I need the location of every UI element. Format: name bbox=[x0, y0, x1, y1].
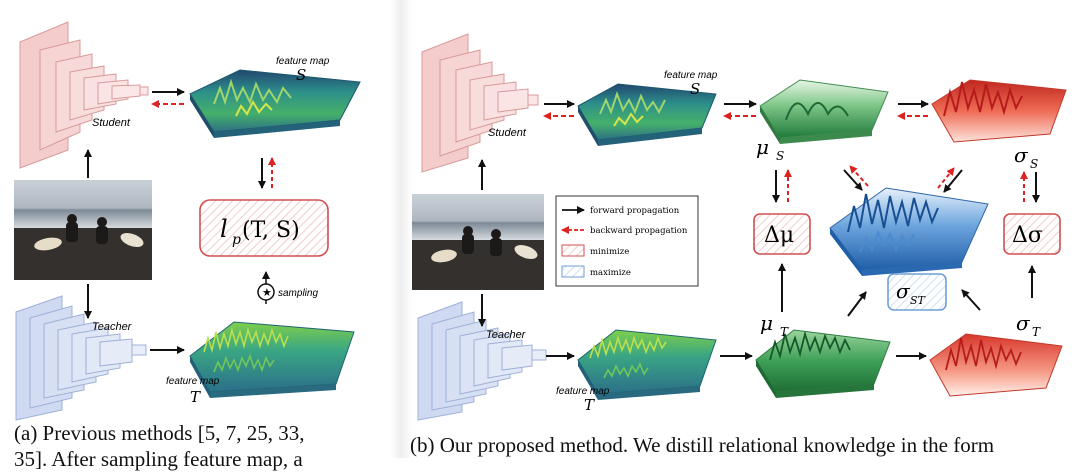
arrow-mu-s-to-sigma-st bbox=[843, 169, 863, 191]
student-network-b bbox=[421, 33, 539, 173]
panel-divider bbox=[390, 0, 412, 458]
teacher-label-b: Teacher bbox=[486, 329, 527, 341]
caption-b: (b) Our proposed method. We distill rela… bbox=[410, 433, 995, 457]
mu-t-symbol: μ bbox=[760, 311, 773, 335]
input-image-a bbox=[14, 180, 152, 280]
feature-map-t-b bbox=[577, 329, 717, 400]
caption-a-line2: 35]. After sampling feature map, a bbox=[14, 447, 303, 471]
input-image-b bbox=[412, 194, 544, 290]
loss-subscript: p bbox=[232, 232, 241, 248]
delta-mu-box: Δμ bbox=[753, 213, 811, 255]
legend-minimize-swatch bbox=[561, 244, 585, 257]
mean-map-s bbox=[759, 79, 889, 144]
teacher-network-a bbox=[15, 295, 147, 421]
sigma-t-subscript: T bbox=[1032, 325, 1041, 339]
teacher-label-a: Teacher bbox=[92, 321, 133, 333]
mu-s-symbol: μ bbox=[756, 135, 769, 159]
arrow-mu-t-to-sigma-st bbox=[847, 291, 867, 317]
feature-map-s-b bbox=[577, 83, 717, 146]
sigma-t-symbol: σ bbox=[1016, 311, 1031, 335]
arrow-sigma-st-to-sigma-s bbox=[937, 167, 955, 189]
sigma-st-subscript: ST bbox=[910, 294, 927, 307]
loss-box: l p (T, S) bbox=[199, 199, 329, 257]
feature-map-symbol-b-t: T bbox=[584, 396, 595, 414]
legend: forward propagation backward propagation… bbox=[555, 195, 699, 287]
caption-a: (a) Previous methods [5, 7, 25, 33, 35].… bbox=[14, 420, 394, 471]
feature-map-t-a bbox=[189, 321, 355, 398]
delta-sigma-symbol: Δσ bbox=[1012, 223, 1043, 248]
loss-symbol: l bbox=[220, 215, 228, 243]
mu-t-subscript: T bbox=[780, 325, 789, 339]
sampling-icon: ★ bbox=[257, 271, 275, 304]
legend-forward-label: forward propagation bbox=[590, 206, 680, 216]
mean-map-t bbox=[755, 329, 891, 398]
sigma-st-box: σ ST bbox=[887, 273, 947, 311]
sigma-st-symbol: σ bbox=[896, 279, 911, 303]
legend-maximize-label: maximize bbox=[590, 268, 631, 278]
feature-map-label-a-t: feature map bbox=[166, 376, 220, 387]
feature-map-label-a-s: feature map bbox=[276, 56, 330, 67]
student-label-a: Student bbox=[92, 117, 131, 129]
feature-map-label-b-t: feature map bbox=[556, 386, 610, 397]
std-map-t bbox=[929, 333, 1063, 397]
teacher-network-b bbox=[417, 301, 547, 421]
arrow-sigma-st-to-mu-s bbox=[849, 165, 869, 187]
sampling-label: sampling bbox=[278, 288, 318, 299]
arrow-sigma-t-to-sigma-st bbox=[961, 289, 981, 311]
sigma-s-symbol: σ bbox=[1014, 143, 1029, 167]
delta-mu-symbol: Δμ bbox=[764, 223, 794, 248]
caption-a-line1: (a) Previous methods [5, 7, 25, 33, bbox=[14, 421, 305, 445]
cross-std-map bbox=[829, 187, 989, 276]
feature-map-symbol-b-s: S bbox=[690, 80, 700, 98]
delta-sigma-box: Δσ bbox=[1003, 213, 1061, 255]
student-label-b: Student bbox=[488, 127, 527, 139]
svg-text:★: ★ bbox=[262, 286, 272, 299]
legend-backward-label: backward propagation bbox=[590, 226, 688, 236]
feature-map-label-b-s: feature map bbox=[664, 70, 718, 81]
feature-map-s-a bbox=[189, 69, 361, 138]
arrow-sigma-s-to-sigma-st bbox=[943, 169, 963, 193]
legend-minimize-label: minimize bbox=[590, 247, 629, 257]
student-network-a bbox=[19, 21, 149, 169]
std-map-s bbox=[931, 79, 1067, 143]
method-diagram: Student Teacher feature map S bbox=[14, 21, 1067, 421]
legend-maximize-swatch bbox=[561, 265, 585, 278]
feature-map-symbol-a-s: S bbox=[296, 66, 306, 84]
sigma-s-subscript: S bbox=[1030, 157, 1038, 171]
mu-s-subscript: S bbox=[776, 149, 784, 163]
loss-args: (T, S) bbox=[242, 218, 300, 243]
feature-map-symbol-a-t: T bbox=[190, 388, 201, 406]
